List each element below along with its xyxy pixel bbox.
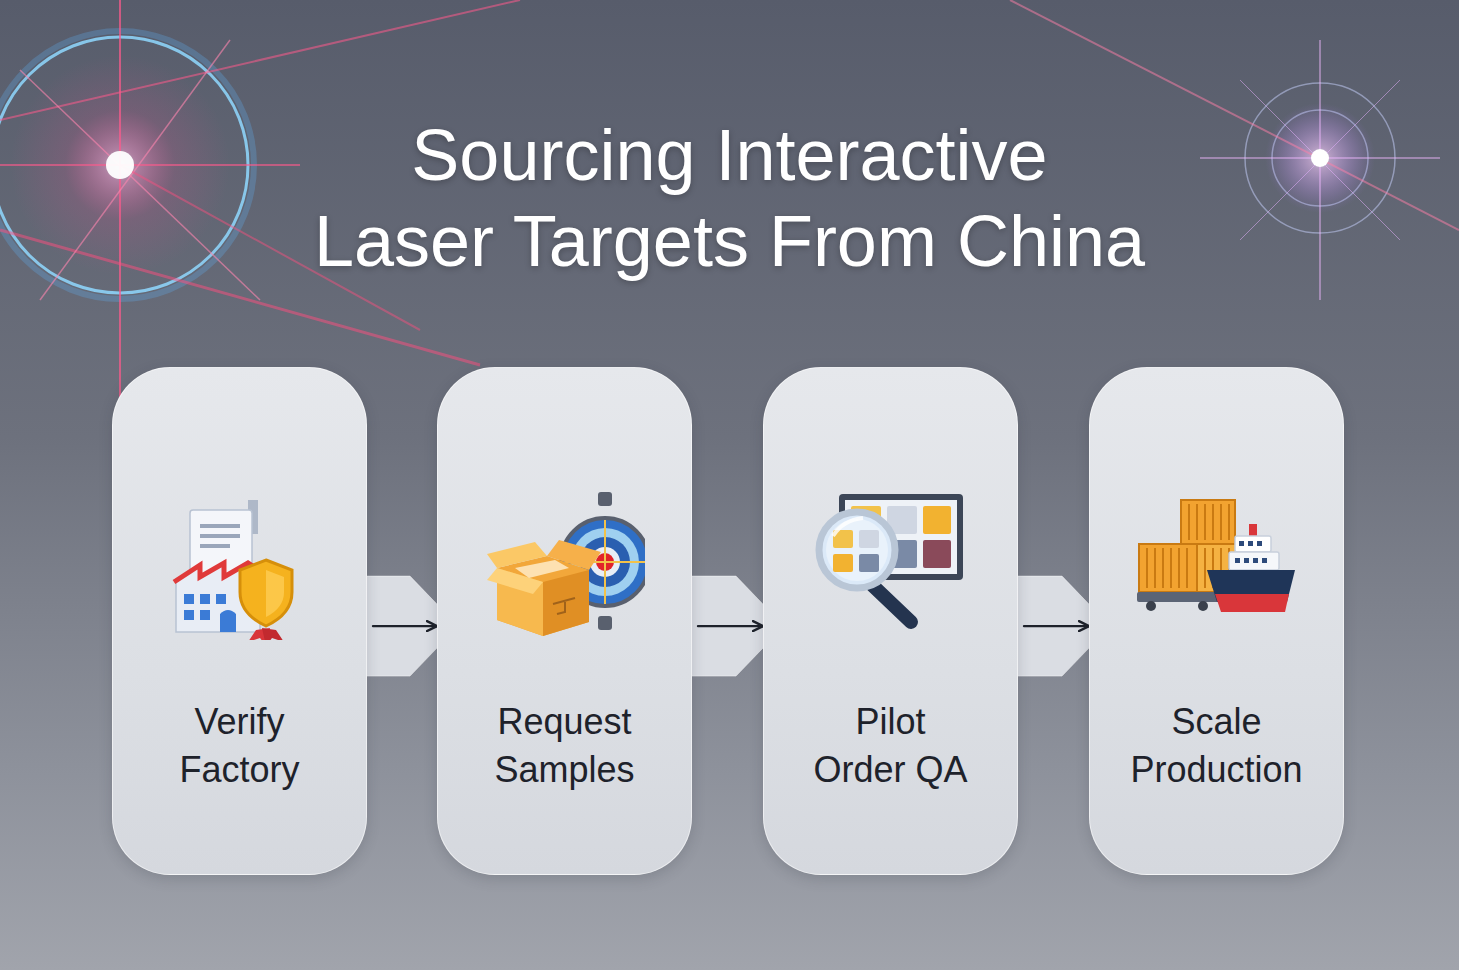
flow-arrow (373, 625, 437, 627)
step-label: Request Samples (465, 698, 665, 794)
step-card: Scale Production (1089, 367, 1344, 875)
step-label: Scale Production (1117, 698, 1317, 794)
step-card: Request Samples (437, 367, 692, 875)
inspection-screen-icon (811, 490, 971, 640)
step-card: Verify Factory (112, 367, 367, 875)
factory-icon (160, 490, 320, 640)
flow-arrow (1024, 625, 1089, 627)
flow-arrow (698, 625, 763, 627)
step-label: Pilot Order QA (811, 698, 971, 794)
sample-box-target-icon (485, 490, 645, 640)
step-label: Verify Factory (140, 698, 340, 794)
page-title: Sourcing Interactive Laser Targets From … (0, 112, 1459, 284)
container-ship-icon (1137, 490, 1297, 640)
step-card: Pilot Order QA (763, 367, 1018, 875)
